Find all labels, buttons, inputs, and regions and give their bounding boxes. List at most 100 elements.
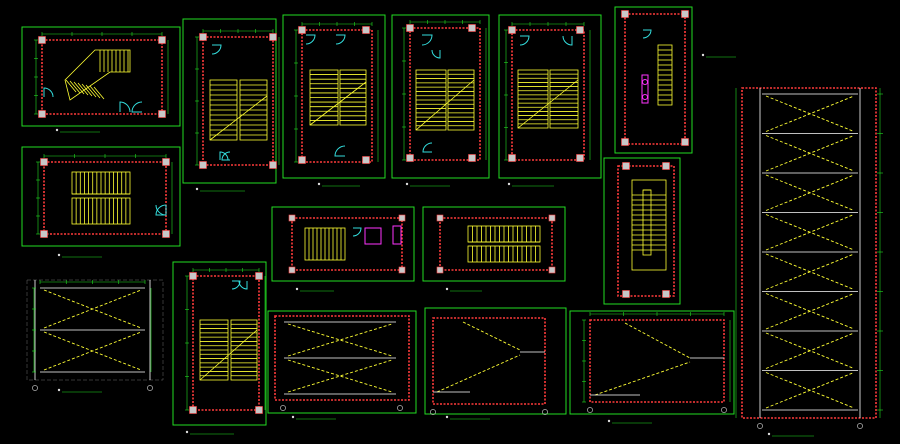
axis-bubble (757, 423, 763, 429)
section-grid (26, 279, 164, 381)
axis-bubble (397, 405, 403, 411)
column (38, 110, 46, 118)
door-swing (335, 34, 346, 45)
column (158, 36, 166, 44)
wall-outline (202, 36, 274, 166)
column (362, 156, 370, 164)
wall-outline (439, 217, 553, 271)
column (288, 214, 296, 222)
flight (765, 135, 855, 172)
fixture (392, 225, 402, 245)
walk-line (199, 329, 258, 381)
column (158, 110, 166, 118)
title-marker (445, 287, 449, 291)
fixture (642, 94, 648, 100)
fixture (642, 79, 648, 85)
column (199, 161, 207, 169)
door-swing (422, 142, 433, 153)
column (621, 10, 629, 18)
stair-tread (65, 79, 77, 93)
section-2 (267, 310, 417, 420)
column (508, 154, 516, 162)
door-swing (334, 145, 346, 157)
axis-bubble (430, 409, 436, 415)
sheet-frame (422, 206, 566, 282)
column (162, 158, 170, 166)
title-marker (405, 182, 409, 186)
wall-outline (43, 161, 167, 235)
column (622, 162, 630, 170)
wall-outline (741, 87, 877, 419)
flight (287, 359, 393, 393)
column (298, 156, 306, 164)
flight (287, 323, 393, 357)
wall-outline (41, 39, 163, 115)
title-marker (57, 253, 61, 257)
title-marker (57, 388, 61, 392)
column (468, 24, 476, 32)
section-4 (569, 310, 735, 424)
sheet-frame (391, 14, 490, 179)
stair-tread (89, 85, 101, 99)
section-3 (424, 307, 567, 420)
column (269, 161, 277, 169)
column (199, 33, 207, 41)
door-swing (519, 35, 530, 46)
sheet-frame (424, 307, 567, 415)
flight (43, 289, 142, 329)
drawing-sheets (21, 6, 883, 437)
fixture (364, 227, 382, 245)
column (622, 290, 630, 298)
flight (287, 323, 393, 357)
axis-bubble (542, 409, 548, 415)
column (162, 230, 170, 238)
column (576, 154, 584, 162)
wall-outline (291, 217, 403, 271)
wall-outline (624, 13, 686, 145)
sheet-frame (267, 310, 417, 414)
column (189, 272, 197, 280)
flight (624, 322, 691, 359)
door-swing (642, 29, 652, 39)
column (288, 266, 296, 274)
door-swing (155, 204, 167, 216)
axis-bubble (587, 407, 593, 413)
plan-5 (498, 14, 602, 187)
column (548, 214, 556, 222)
flight (462, 321, 521, 351)
sheet-frame (172, 261, 267, 426)
title-marker (55, 128, 59, 132)
column (398, 266, 406, 274)
title-marker (767, 432, 771, 436)
title-marker (701, 53, 705, 57)
column (298, 26, 306, 34)
door-swing (238, 280, 248, 290)
flight (43, 331, 142, 371)
flight (765, 372, 855, 409)
column (40, 158, 48, 166)
sheet-frame (614, 6, 693, 154)
axis-bubble (280, 405, 286, 411)
title-marker (607, 419, 611, 423)
sheet-frame (182, 18, 277, 184)
title-marker (295, 287, 299, 291)
title-marker (507, 182, 511, 186)
sheet-frame (271, 206, 415, 282)
title-marker (195, 187, 199, 191)
sheet-frame (603, 157, 681, 305)
flight (287, 359, 393, 393)
plan-9 (422, 206, 566, 292)
door-swing (231, 280, 241, 290)
column (40, 230, 48, 238)
sheet-frame (569, 310, 735, 415)
title-marker (291, 415, 295, 419)
door-swing (421, 34, 433, 46)
column (508, 26, 516, 34)
flight (765, 214, 855, 251)
column (436, 266, 444, 274)
walk-line (209, 95, 268, 141)
flight (765, 174, 855, 211)
wall-outline (589, 319, 725, 403)
